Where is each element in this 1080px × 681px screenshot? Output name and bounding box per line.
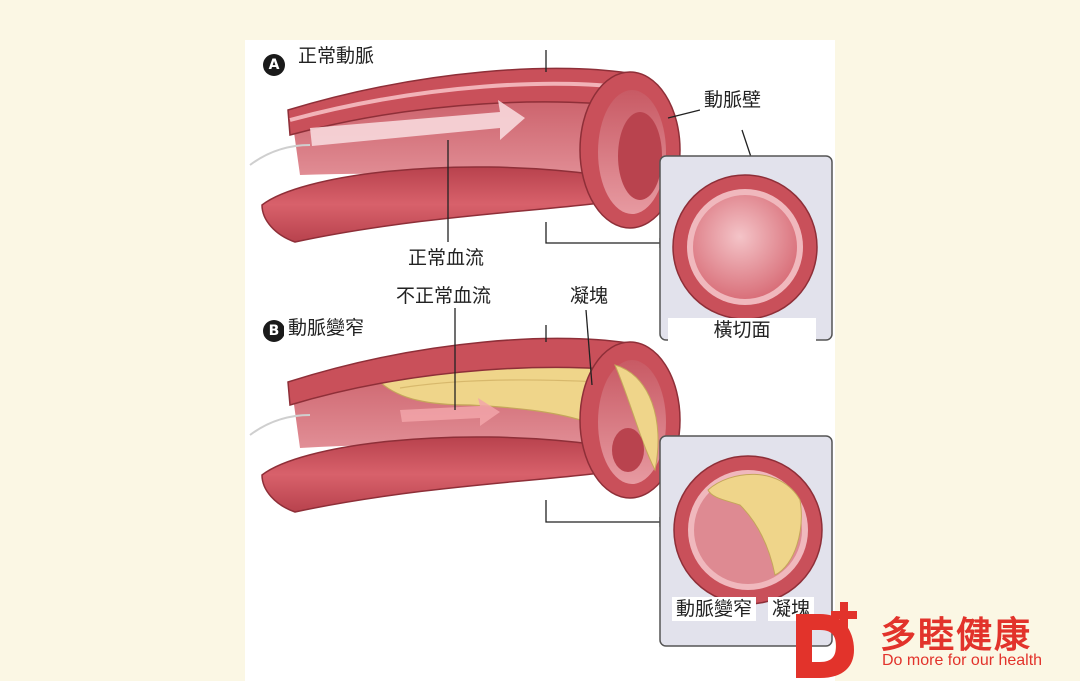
abnormal-flow-arrow <box>400 398 500 426</box>
brand-slogan: Do more for our health <box>882 652 1043 669</box>
narrowed-artery-bottom-wall <box>261 436 627 513</box>
cross-section-b <box>659 435 833 647</box>
cross-section-b-plaque <box>707 473 802 576</box>
normal-artery <box>249 67 681 243</box>
plaque-label: 凝塊 <box>566 284 613 308</box>
cross-section-a-lumen <box>693 195 797 299</box>
brand-name: 多睦健康 <box>880 615 1033 656</box>
narrowed-artery-title: 動脈變窄 <box>284 316 369 340</box>
cross-section-label: 橫切面 <box>668 318 816 342</box>
cross-section-a <box>659 155 833 341</box>
artery-wall-label: 動脈壁 <box>700 88 766 112</box>
narrowed-inner-sleeve <box>249 414 311 436</box>
brand-logo: 多睦健康 Do more for our health <box>790 600 1080 680</box>
abnormal-flow-label: 不正常血流 <box>392 284 496 308</box>
normal-inner-sleeve <box>249 144 311 166</box>
normal-flow-arrow <box>310 100 525 146</box>
section-a-badge: A <box>263 54 285 76</box>
normal-artery-title: 正常動脈 <box>292 42 381 82</box>
brand-d-plus-icon <box>796 602 857 678</box>
narrowed-artery <box>249 337 681 513</box>
normal-artery-bottom-wall <box>261 166 627 243</box>
section-b-badge: B <box>263 320 285 342</box>
normal-flow-label: 正常血流 <box>404 246 489 270</box>
narrowed-artery-cross-label: 動脈變窄 <box>672 597 757 621</box>
